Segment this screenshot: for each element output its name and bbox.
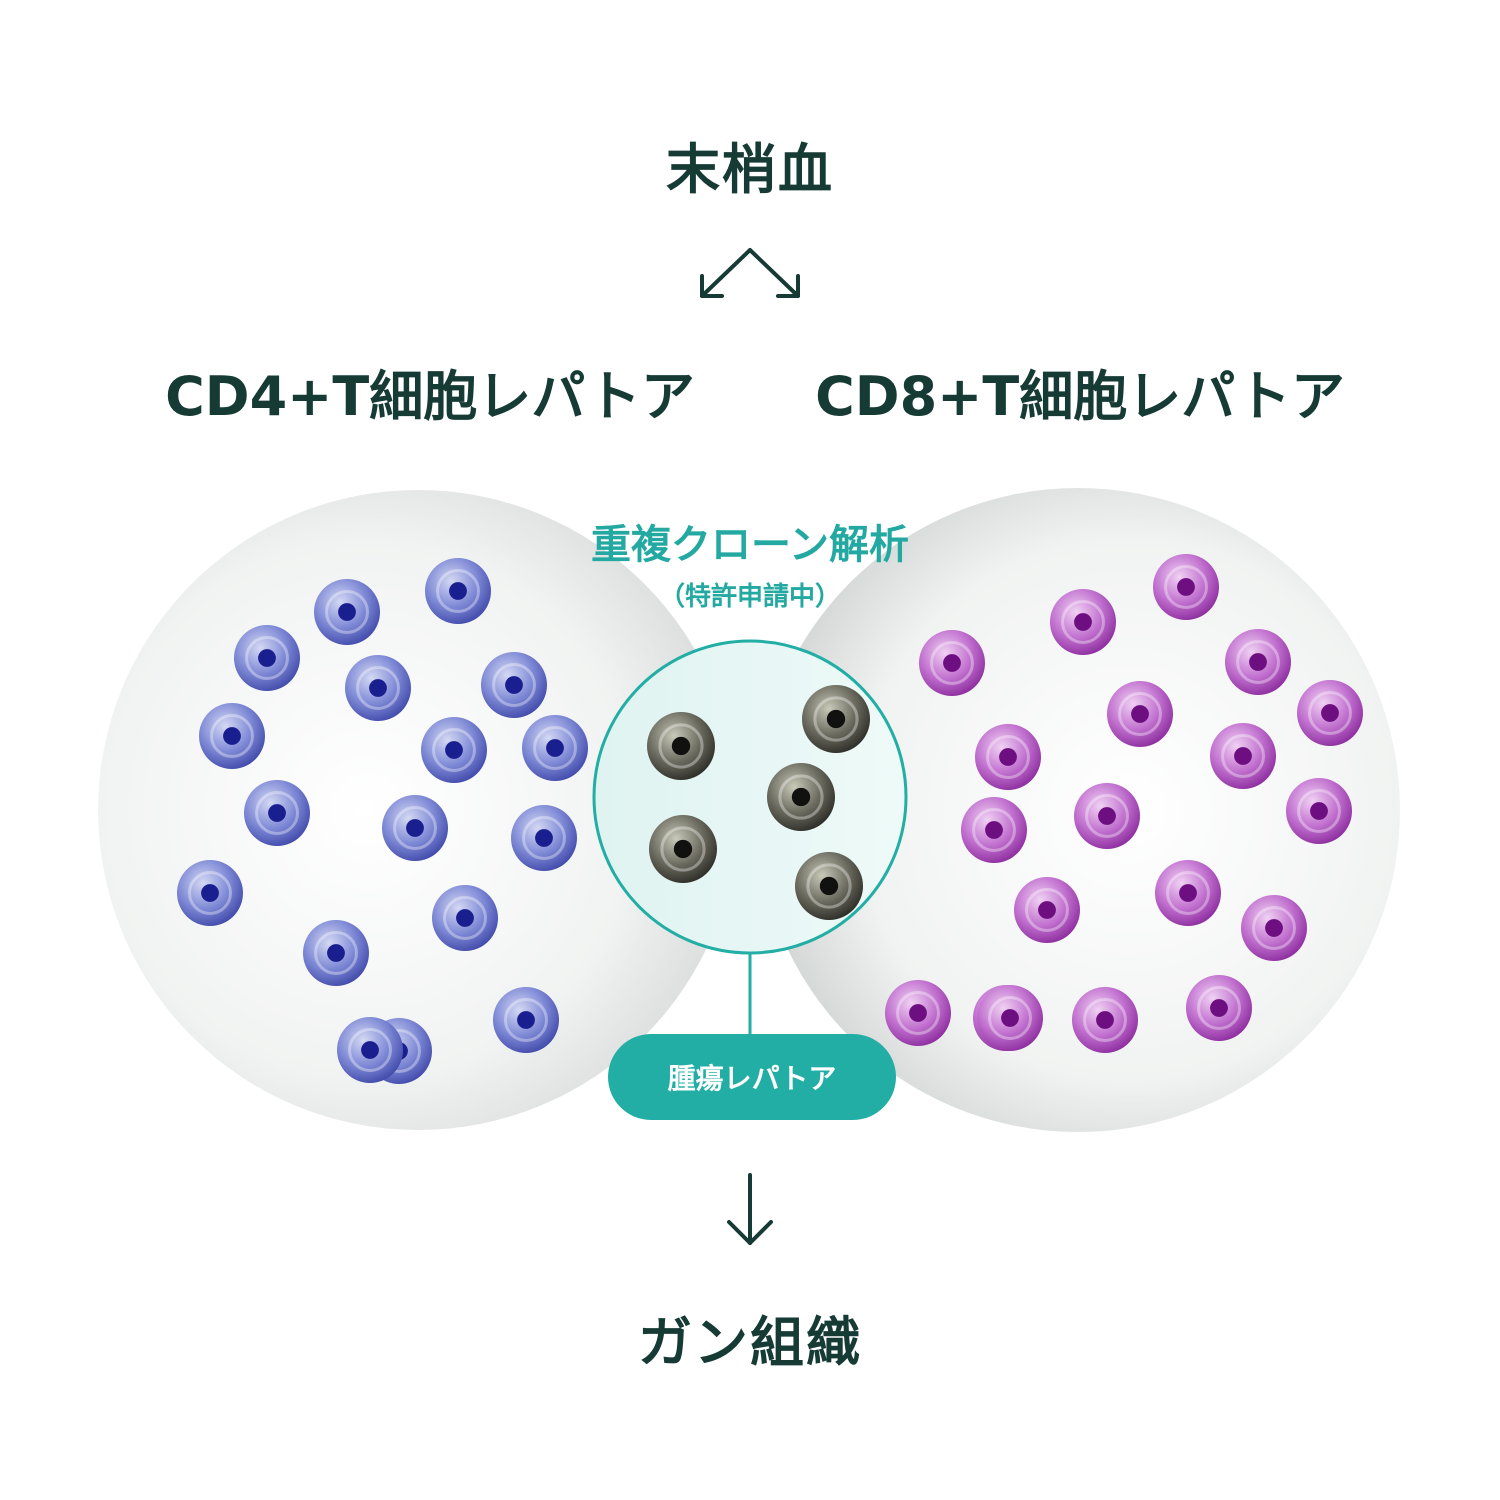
patent-pending-note: （特許申請中） (658, 582, 841, 612)
cd4-cell-17 (337, 1017, 403, 1083)
cd8-cell-19 (977, 985, 1043, 1051)
tumor-cell-5 (795, 852, 863, 920)
cd4-cell-8 (522, 715, 588, 781)
cd8-cell-2 (1050, 589, 1116, 655)
cd4-repertoire-label: CD4+T細胞レパトア (165, 365, 695, 428)
tumor-cell-1 (647, 712, 715, 780)
tumor-cell-3 (767, 763, 835, 831)
cd4-cell-3 (425, 558, 491, 624)
overlap-circle (592, 639, 908, 955)
cd8-repertoire-label: CD8+T細胞レパトア (815, 365, 1345, 428)
tumor-repertoire-pill: 腫瘍レパトア (608, 1034, 896, 1120)
cd4-cell-2 (314, 579, 380, 645)
cd8-cell-14 (1241, 895, 1307, 961)
cd8-cell-9 (961, 797, 1027, 863)
cd8-cell-6 (1297, 680, 1363, 746)
cd8-cell-8 (1210, 723, 1276, 789)
cd8-cell-15 (885, 980, 951, 1046)
cd8-cell-12 (1155, 860, 1221, 926)
cd8-cell-7 (975, 724, 1041, 790)
down-arrow-icon (727, 1173, 773, 1245)
cd4-cell-15 (493, 987, 559, 1053)
cd8-cell-17 (1072, 987, 1138, 1053)
cd4-cell-7 (421, 717, 487, 783)
cd4-cell-9 (244, 780, 310, 846)
cd8-cell-18 (1186, 975, 1252, 1041)
cd8-cell-3 (1153, 554, 1219, 620)
tumor-cell-2 (802, 685, 870, 753)
cd4-cell-12 (177, 860, 243, 926)
overlap-clone-analysis-title: 重複クローン解析 (591, 522, 909, 568)
cancer-tissue-title: ガン組織 (638, 1311, 862, 1374)
cd4-cell-11 (511, 805, 577, 871)
cd8-cell-1 (919, 630, 985, 696)
cd8-cell-5 (1107, 681, 1173, 747)
cd4-cell-5 (481, 652, 547, 718)
cd4-cell-14 (303, 920, 369, 986)
cd4-cell-6 (199, 703, 265, 769)
cd4-cell-10 (382, 795, 448, 861)
cd8-cell-10 (1074, 783, 1140, 849)
cd4-cell-13 (432, 885, 498, 951)
peripheral-blood-title: 末梢血 (666, 138, 834, 201)
cd4-cell-4 (345, 655, 411, 721)
tumor-cell-4 (649, 815, 717, 883)
cd8-cell-13 (1014, 877, 1080, 943)
bidirectional-arrows-icon (700, 248, 800, 298)
cd8-cell-4 (1225, 629, 1291, 695)
tumor-repertoire-label: 腫瘍レパトア (667, 1062, 837, 1095)
cd4-cell-1 (234, 625, 300, 691)
cd8-cell-11 (1286, 778, 1352, 844)
